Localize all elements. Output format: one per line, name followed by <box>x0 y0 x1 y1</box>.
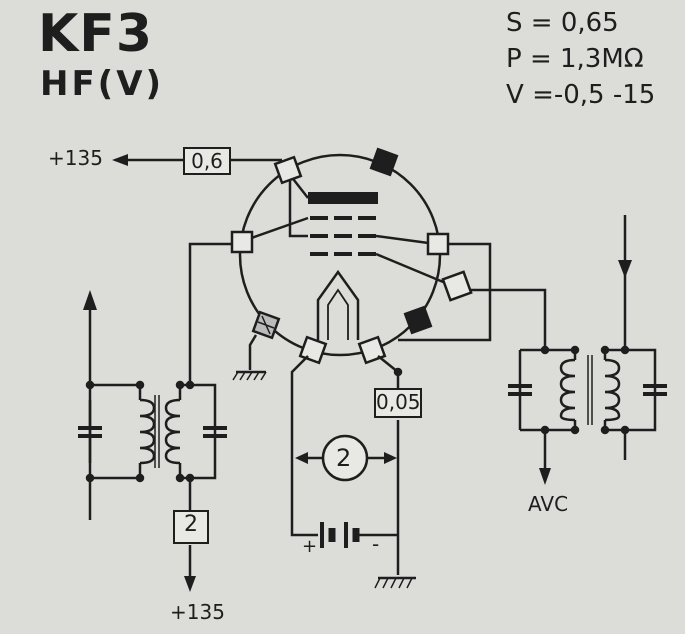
left-primary-coil <box>139 398 156 465</box>
arrow-down-icon <box>184 576 196 592</box>
arrow-up-icon <box>83 290 97 310</box>
resistor-bottom-label: 2 <box>173 510 209 544</box>
pin-unused-2 <box>403 305 433 335</box>
param-s: S = 0,65 <box>506 8 619 38</box>
avc-label: AVC <box>528 492 569 516</box>
resistor-top-label: 0,6 <box>183 147 231 175</box>
tube-pins <box>230 155 473 365</box>
grid-electrodes <box>310 216 376 256</box>
right-secondary-coil <box>604 358 621 422</box>
param-v-symbol: V <box>506 80 524 110</box>
heater-inner <box>327 288 349 340</box>
arrow-left-icon <box>112 154 128 166</box>
arrow-left-meter-icon <box>295 452 308 464</box>
meter-circle <box>321 434 369 482</box>
resistor-cathode-label: 0,05 <box>374 388 422 418</box>
meter-label: 2 <box>336 444 352 472</box>
param-p-value: = 1,3MΩ <box>529 44 644 74</box>
arrow-down-avc-icon <box>539 468 551 485</box>
arrow-right-meter-icon <box>384 452 397 464</box>
param-p: P = 1,3MΩ <box>506 44 644 74</box>
param-p-symbol: P <box>506 44 522 74</box>
param-v-value: =-0,5 -15 <box>532 80 656 110</box>
param-v: V =-0,5 -15 <box>506 80 655 110</box>
battery-plus-label: + <box>302 536 318 557</box>
supply-bottom-label: +135 <box>170 600 225 624</box>
arrow-down-input-icon <box>618 260 632 278</box>
tube-type: HF(V) <box>40 64 165 104</box>
supply-top-label: +135 <box>48 146 103 170</box>
heater-filament <box>316 269 360 340</box>
battery-minus-label: - <box>372 532 380 556</box>
right-primary-coil <box>559 358 576 422</box>
anode-electrode <box>308 192 378 204</box>
pin-unused-1 <box>369 147 399 177</box>
param-s-value: = 0,65 <box>530 8 619 38</box>
tube-name: KF3 <box>38 4 153 64</box>
param-s-symbol: S <box>506 8 523 38</box>
left-secondary-coil <box>164 398 181 465</box>
